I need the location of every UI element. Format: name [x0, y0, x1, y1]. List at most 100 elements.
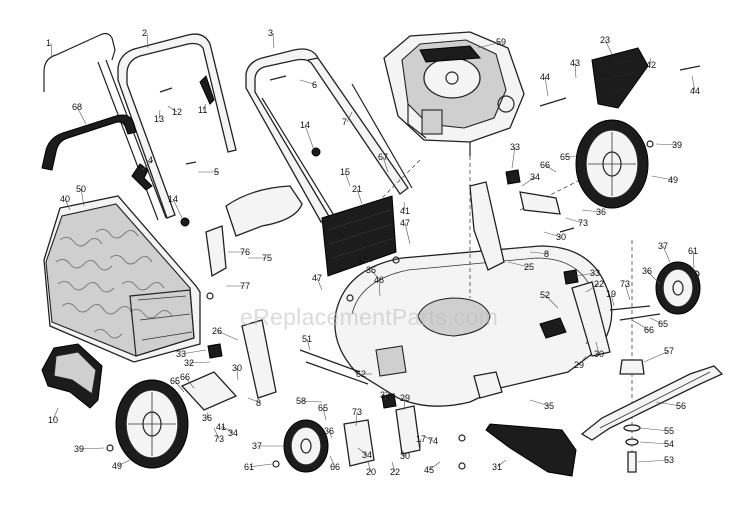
callout-label: 73	[578, 218, 588, 228]
callout-leader	[511, 146, 516, 169]
callout-leader	[328, 430, 333, 439]
callout-leader	[544, 164, 557, 173]
callout-label: 3	[268, 28, 273, 38]
callout-leader	[655, 143, 678, 146]
callout-leader	[639, 441, 670, 445]
callout-label: 66	[540, 160, 550, 170]
callout-label: 30	[400, 451, 410, 461]
callout-label: 17	[416, 434, 426, 444]
wheel-rear-right	[575, 119, 649, 209]
callout-label: 21	[352, 184, 362, 194]
callout-label: 1	[46, 38, 51, 48]
callout-label: 73	[620, 279, 630, 289]
callout-label: 10	[48, 415, 58, 425]
callout-leader	[355, 411, 358, 427]
callout-leader	[564, 155, 577, 158]
callout-label: 31	[492, 462, 502, 472]
callout-label: 36	[324, 426, 334, 436]
callout-label: 20	[366, 467, 376, 477]
callout-label: 22	[594, 279, 604, 289]
callout-label: 6	[312, 80, 317, 90]
callout-leader	[247, 397, 262, 404]
callout-label: 36	[596, 207, 606, 217]
blade	[580, 365, 724, 441]
callout-label: 33	[590, 268, 600, 278]
callout-label: 52	[540, 290, 550, 300]
callout-label: 61	[244, 462, 254, 472]
callout-leader	[662, 245, 671, 263]
callout-label: 26	[212, 326, 222, 336]
callout-label: 39	[672, 140, 682, 150]
callout-label: 47	[400, 218, 410, 228]
callout-leader	[367, 461, 372, 473]
callout-label: 44	[540, 72, 550, 82]
callout-label: 29	[400, 393, 410, 403]
callout-label: 74	[428, 436, 438, 446]
callout-label: 62	[356, 369, 366, 379]
callout-leader	[52, 407, 59, 421]
callout-leader	[216, 330, 239, 341]
callout-label: 33	[176, 349, 186, 359]
engine	[383, 31, 525, 156]
callout-leader	[404, 222, 411, 245]
wheel-front-right	[655, 261, 701, 315]
callout-leader	[401, 449, 406, 457]
callout-leader	[174, 380, 185, 393]
callout-leader	[184, 376, 195, 389]
callout-leader	[299, 79, 318, 86]
callout-leader	[346, 111, 353, 123]
callout-leader	[384, 394, 387, 401]
callout-leader	[543, 231, 562, 238]
callout-label: 35	[544, 401, 554, 411]
callout-label: 43	[570, 58, 580, 68]
callout-leader	[624, 283, 631, 301]
callout-leader	[357, 447, 368, 456]
callout-label: 5	[214, 167, 219, 177]
callout-leader	[403, 397, 406, 411]
callout-leader	[344, 171, 351, 187]
callout-leader	[213, 427, 220, 440]
callout-leader	[206, 411, 209, 419]
callout-leader	[637, 459, 670, 463]
control-bail	[43, 32, 116, 92]
callout-leader	[322, 407, 327, 421]
callout-label: 36	[642, 266, 652, 276]
callout-leader	[188, 361, 211, 364]
callout-leader	[496, 459, 507, 468]
height-adjuster-front	[241, 319, 277, 399]
wheel-rear-left	[115, 379, 189, 469]
callout-label: 14	[300, 120, 310, 130]
callout-leader	[167, 105, 178, 113]
callout-label: 47	[312, 273, 322, 283]
callout-label: 34	[362, 450, 372, 460]
callout-leader	[391, 461, 396, 473]
callout-label: 14	[168, 194, 178, 204]
callout-leader	[575, 272, 596, 277]
callout-label: 19	[606, 289, 616, 299]
callout-leader	[304, 124, 315, 151]
callout-label: 34	[530, 172, 540, 182]
rear-flap	[485, 423, 577, 477]
callout-label: 11	[198, 105, 207, 115]
callout-label: 66	[330, 462, 340, 472]
callout-label: 30	[232, 363, 242, 373]
callout-label: 23	[600, 35, 610, 45]
callout-label: 65	[658, 319, 668, 329]
callout-label: 42	[646, 60, 656, 70]
handle-grip	[41, 114, 137, 171]
callout-label: 41	[400, 206, 410, 216]
callout-label: 51	[302, 334, 312, 344]
callout-leader	[316, 277, 323, 291]
callout-label: 65	[318, 403, 328, 413]
callout-leader	[221, 425, 234, 434]
callout-leader	[378, 279, 381, 297]
callout-label: 49	[112, 461, 122, 471]
callout-label: 75	[262, 253, 272, 263]
callout-leader	[477, 41, 502, 49]
callout-leader	[356, 188, 363, 205]
callout-leader	[507, 261, 530, 268]
callout-label: 13	[154, 114, 164, 124]
callout-label: 68	[72, 102, 82, 112]
upper-handle	[117, 33, 237, 219]
